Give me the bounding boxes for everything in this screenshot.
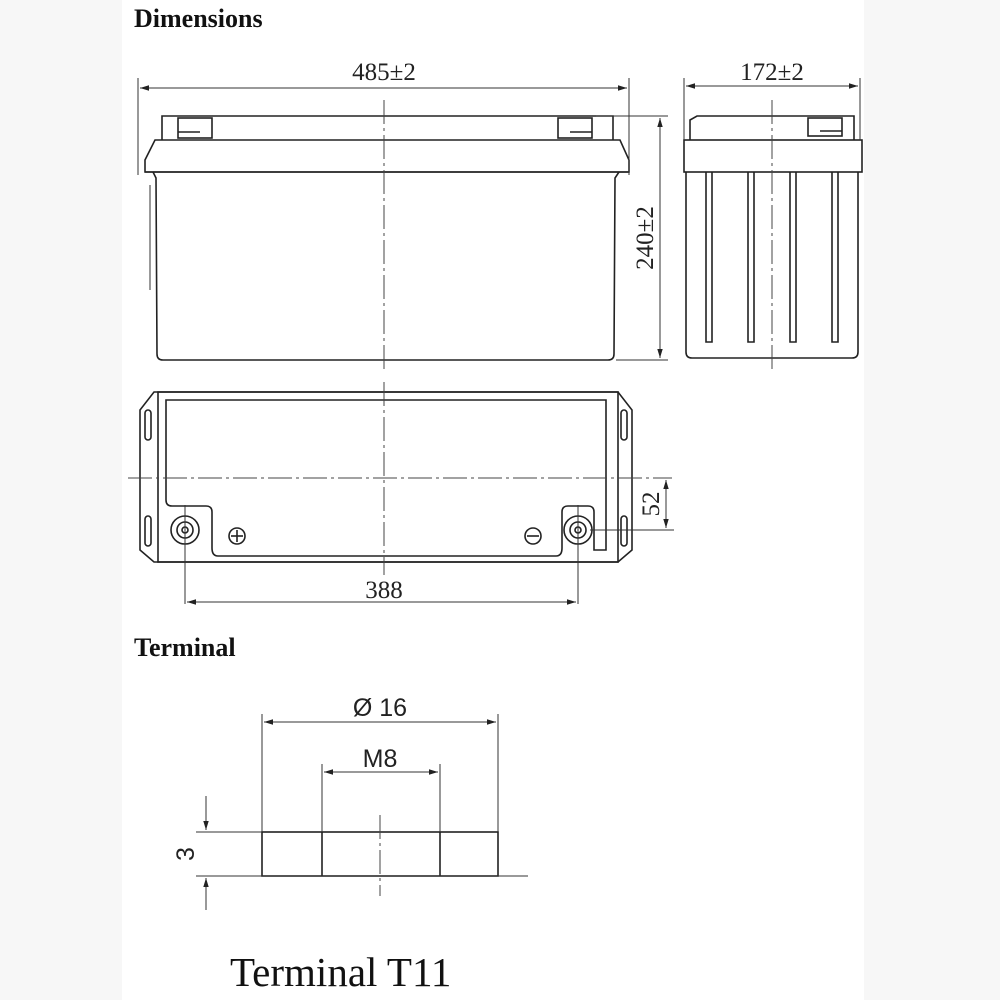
top-view: 388 52 (128, 382, 674, 605)
mount-slot-left-top (144, 409, 152, 441)
front-lid-rim (144, 139, 630, 173)
negative-symbol-icon (524, 527, 542, 545)
terminal-detail: Ø 16 M8 3 (172, 694, 528, 910)
side-terminal (807, 117, 843, 137)
spacing-dimension-label: 388 (365, 577, 403, 604)
front-case (152, 171, 620, 361)
offset-dimension-label: 52 (638, 492, 665, 517)
front-lid-top (161, 115, 614, 140)
side-rib-1 (705, 172, 713, 343)
diameter-dimension-label: Ø 16 (353, 694, 407, 722)
side-rib-3 (789, 172, 797, 343)
front-terminal-right (557, 117, 593, 139)
height-dimension-label: 240±2 (632, 206, 659, 270)
front-view: 485±2 240±2 (137, 59, 668, 372)
drawing-sheet (122, 0, 864, 1000)
front-terminal-left (177, 117, 213, 139)
dimensions-heading: Dimensions (134, 4, 263, 33)
width-dimension-label: 172±2 (740, 59, 804, 86)
side-lid-top (689, 115, 855, 140)
top-body (157, 391, 619, 563)
top-inner-rim (165, 399, 607, 557)
side-rib-4 (831, 172, 839, 343)
top-outline (139, 391, 633, 563)
mount-slot-right-top (620, 409, 628, 441)
mount-slot-left-bottom (144, 515, 152, 547)
terminal-heading: Terminal (134, 633, 236, 662)
positive-symbol-icon (228, 527, 246, 545)
side-lid-rim (683, 139, 863, 173)
mount-slot-right-bottom (620, 515, 628, 547)
side-view: 172±2 (683, 59, 863, 372)
thread-dimension-label: M8 (363, 745, 398, 773)
side-rib-2 (747, 172, 755, 343)
terminal-caption: Terminal T11 (230, 949, 451, 995)
length-dimension-label: 485±2 (352, 59, 416, 86)
terminal-height-label: 3 (172, 847, 200, 861)
